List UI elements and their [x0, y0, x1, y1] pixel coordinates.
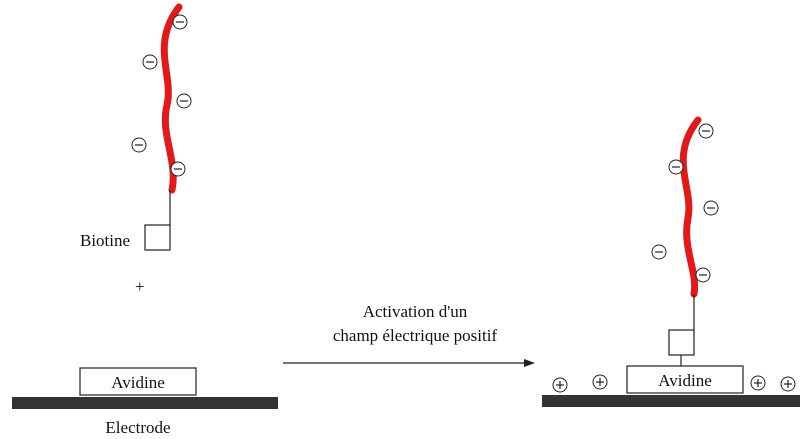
minus-circle-icon [651, 244, 667, 260]
electrode-label: Electrode [105, 418, 170, 437]
electrode-bar-left [12, 397, 278, 409]
avidine-label-left: Avidine [111, 373, 165, 392]
dna-strand-left [160, 3, 183, 194]
avidine-box-right [626, 365, 744, 394]
minus-circle-icon [668, 159, 684, 175]
plus-circle-icon [750, 375, 766, 391]
positive-charges-right [552, 374, 796, 393]
negative-charges-left [131, 14, 192, 177]
negative-charges-right [651, 123, 719, 283]
minus-circle-icon [170, 161, 186, 177]
avidine-label-right: Avidine [658, 371, 712, 390]
minus-circle-icon [698, 123, 714, 139]
avidine-box-left [79, 367, 197, 396]
minus-circle-icon [176, 93, 192, 109]
right-arrow-icon [283, 359, 535, 367]
biotine-label: Biotine [80, 231, 130, 250]
dna-strand-right [679, 116, 702, 298]
biotin-box-right [668, 329, 695, 356]
minus-circle-icon [142, 54, 158, 70]
plus-circle-icon [780, 376, 796, 392]
minus-circle-icon [695, 267, 711, 283]
minus-circle-icon [172, 14, 188, 30]
biotin-box-left [144, 224, 171, 251]
plus-circle-icon [552, 377, 568, 393]
arrow-label-line2: champ électrique positif [333, 326, 498, 345]
minus-circle-icon [131, 137, 147, 153]
minus-circle-icon [703, 200, 719, 216]
plus-sign: + [135, 277, 145, 296]
arrow-label-line1: Activation d'un [363, 302, 468, 321]
plus-circle-icon [592, 374, 608, 390]
electrode-bar-right [542, 395, 800, 407]
